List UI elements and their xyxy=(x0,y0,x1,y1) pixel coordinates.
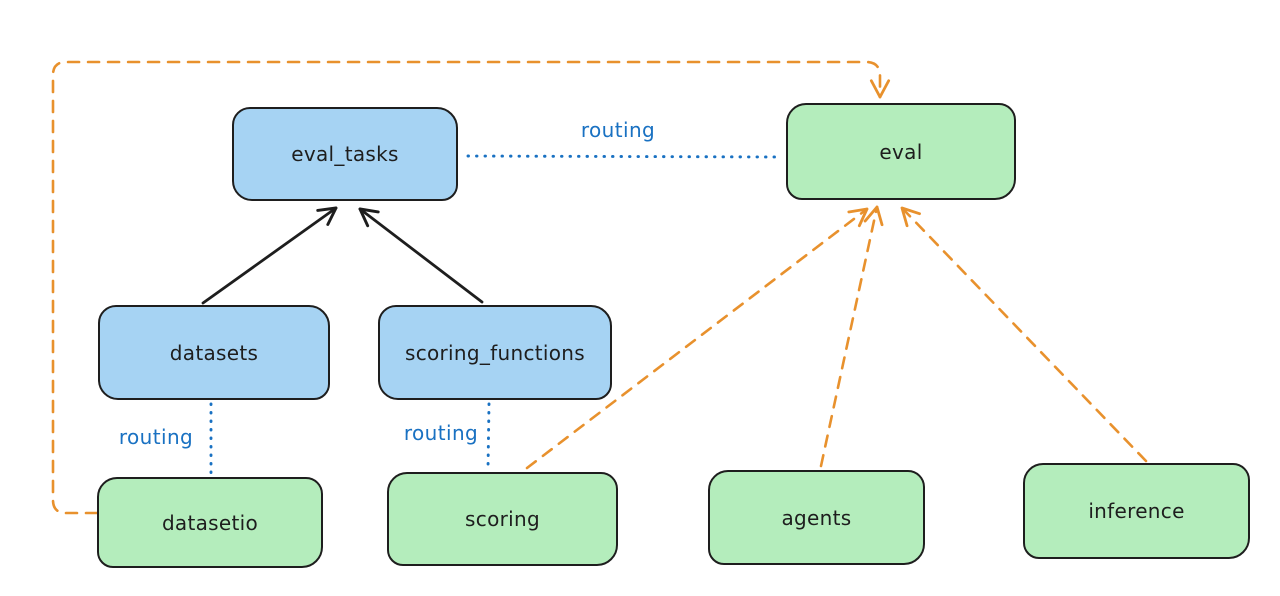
node-inference-label: inference xyxy=(1088,499,1185,523)
node-scoring-functions-label: scoring_functions xyxy=(404,340,586,365)
node-eval-tasks-label: eval_tasks xyxy=(291,142,399,166)
edge-scoring-functions-to-scoring-routing xyxy=(486,402,491,471)
node-datasetio-label: datasetio xyxy=(161,510,259,535)
node-scoring-label: scoring xyxy=(465,507,540,531)
node-datasets: datasets xyxy=(98,305,330,400)
routing-label-datasets-datasetio: routing xyxy=(118,425,194,449)
node-eval: eval xyxy=(786,103,1016,200)
routing-label-eval-tasks-eval: routing xyxy=(580,118,656,142)
edge-agents-to-eval xyxy=(819,205,884,468)
edge-inference-to-eval xyxy=(900,206,1148,463)
routing-label-scoring-functions-scoring: routing xyxy=(403,421,479,445)
edge-eval-tasks-to-eval-routing xyxy=(466,154,784,159)
node-datasets-label: datasets xyxy=(169,340,259,365)
edge-datasets-to-eval-tasks xyxy=(201,206,338,305)
node-inference: inference xyxy=(1023,463,1250,559)
node-agents-label: agents xyxy=(781,505,852,530)
edge-scoring-functions-to-eval-tasks xyxy=(358,207,484,304)
node-eval-label: eval xyxy=(879,139,923,164)
node-datasetio: datasetio xyxy=(97,477,323,568)
node-scoring: scoring xyxy=(387,472,618,566)
node-agents: agents xyxy=(708,470,925,565)
node-scoring-functions: scoring_functions xyxy=(378,305,612,400)
node-eval-tasks: eval_tasks xyxy=(232,107,458,201)
